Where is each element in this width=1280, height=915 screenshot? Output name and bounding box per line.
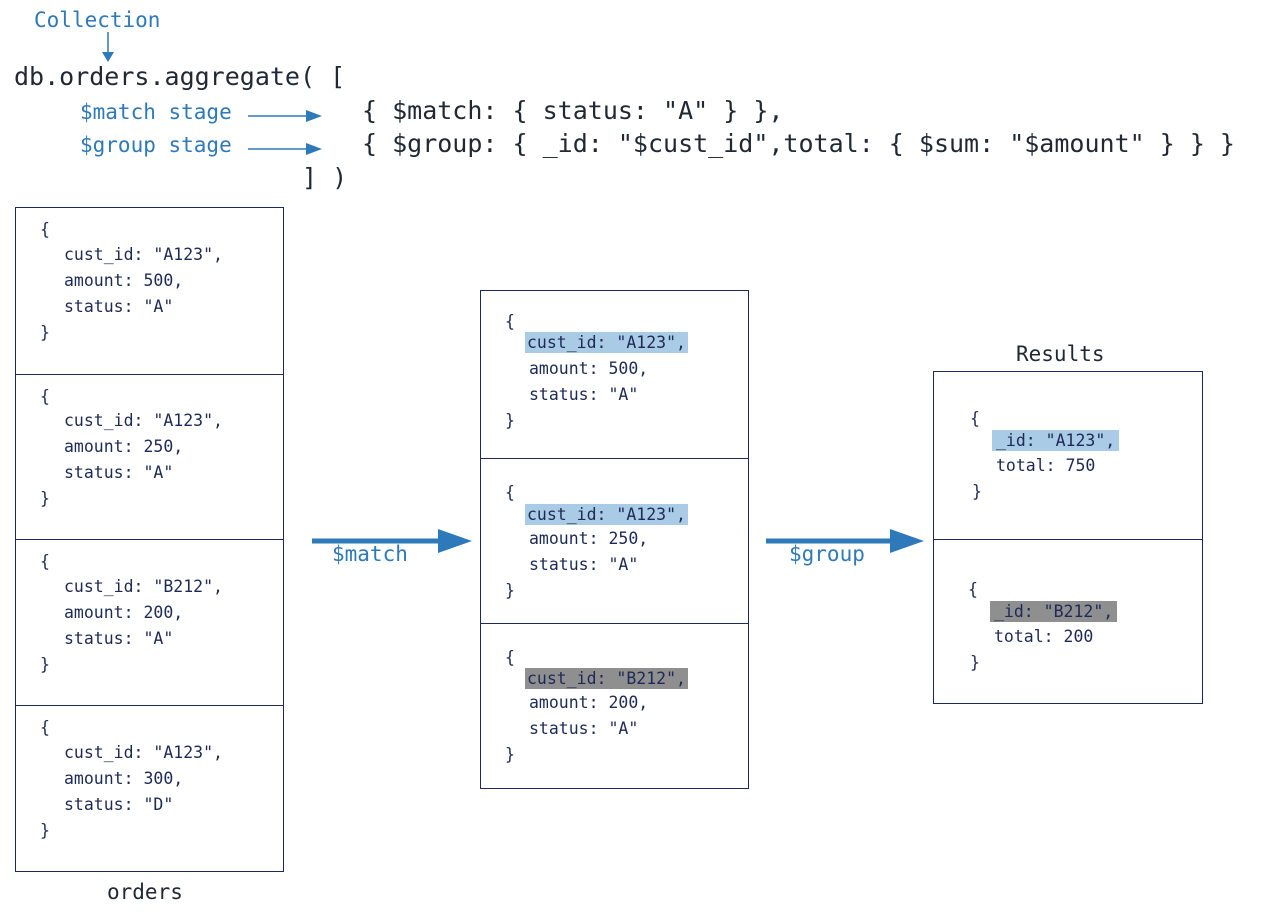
amount-field: amount: 200, bbox=[529, 693, 649, 712]
id-field-highlighted: _id: "B212", bbox=[990, 601, 1118, 622]
cust-id-field-highlighted: cust_id: "A123", bbox=[525, 332, 688, 353]
group-arrow-icon bbox=[766, 529, 924, 553]
results-collection: { _id: "A123", total: 750 } { _id: "B212… bbox=[933, 371, 1203, 704]
status-field: status: "A" bbox=[64, 297, 174, 316]
status-field: status: "A" bbox=[529, 385, 639, 404]
collection-label: Collection bbox=[34, 8, 161, 32]
match-arrow-icon bbox=[312, 529, 472, 553]
status-field: status: "A" bbox=[529, 719, 639, 738]
matched-document: { cust_id: "B212", amount: 200, status: … bbox=[481, 623, 748, 787]
cust-id-field: cust_id: "A123", bbox=[64, 411, 223, 430]
status-field: status: "A" bbox=[64, 629, 174, 648]
matched-document: { cust_id: "A123", amount: 500, status: … bbox=[481, 291, 748, 458]
brace-close: } bbox=[40, 489, 50, 508]
id-field-highlighted: _id: "A123", bbox=[992, 430, 1120, 451]
brace-open: { bbox=[505, 312, 515, 331]
match-stage-code: { $match: { status: "A" } }, bbox=[362, 96, 784, 125]
brace-close: } bbox=[505, 411, 515, 430]
results-caption: Results bbox=[1016, 342, 1105, 366]
result-document: { _id: "B212", total: 200 } bbox=[934, 539, 1202, 702]
cust-id-field-highlighted: cust_id: "B212", bbox=[525, 668, 688, 689]
status-field: status: "A" bbox=[529, 555, 639, 574]
match-stage-label: $match stage bbox=[80, 100, 232, 124]
aggregate-call-line: db.orders.aggregate( [ bbox=[14, 62, 346, 91]
orders-document: { cust_id: "A123", amount: 300, status: … bbox=[16, 705, 283, 870]
total-field: total: 200 bbox=[994, 627, 1094, 646]
status-field: status: "D" bbox=[64, 795, 174, 814]
amount-field: amount: 250, bbox=[529, 529, 649, 548]
brace-close: } bbox=[40, 821, 50, 840]
cust-id-field-highlighted: cust_id: "A123", bbox=[525, 504, 688, 525]
brace-open: { bbox=[505, 648, 515, 667]
matched-documents: { cust_id: "A123", amount: 500, status: … bbox=[480, 290, 749, 789]
match-arrow-label: $match bbox=[332, 542, 408, 566]
amount-field: amount: 500, bbox=[529, 359, 649, 378]
matched-document: { cust_id: "A123", amount: 250, status: … bbox=[481, 458, 748, 623]
cust-id-field: cust_id: "A123", bbox=[64, 743, 223, 762]
brace-open: { bbox=[970, 409, 980, 428]
group-arrow-label: $group bbox=[789, 542, 865, 566]
orders-collection: { cust_id: "A123", amount: 500, status: … bbox=[15, 207, 284, 872]
group-stage-label: $group stage bbox=[80, 133, 232, 157]
brace-open: { bbox=[40, 552, 50, 571]
cust-id-field: cust_id: "B212", bbox=[64, 577, 223, 596]
amount-field: amount: 500, bbox=[64, 271, 184, 290]
orders-caption: orders bbox=[107, 880, 183, 904]
amount-field: amount: 250, bbox=[64, 437, 184, 456]
brace-open: { bbox=[505, 483, 515, 502]
brace-close: } bbox=[505, 745, 515, 764]
brace-close: } bbox=[40, 655, 50, 674]
orders-document: { cust_id: "A123", amount: 500, status: … bbox=[16, 208, 283, 374]
group-stage-code: { $group: { _id: "$cust_id",total: { $su… bbox=[362, 129, 1235, 158]
amount-field: amount: 300, bbox=[64, 769, 184, 788]
brace-close: } bbox=[972, 482, 982, 501]
brace-open: { bbox=[40, 220, 50, 239]
brace-close: } bbox=[970, 653, 980, 672]
group-stage-arrow-icon bbox=[248, 143, 322, 155]
orders-document: { cust_id: "B212", amount: 200, status: … bbox=[16, 539, 283, 705]
amount-field: amount: 200, bbox=[64, 603, 184, 622]
match-stage-arrow-icon bbox=[248, 110, 322, 122]
brace-open: { bbox=[968, 580, 978, 599]
total-field: total: 750 bbox=[996, 456, 1096, 475]
brace-close: } bbox=[505, 581, 515, 600]
status-field: status: "A" bbox=[64, 463, 174, 482]
cust-id-field: cust_id: "A123", bbox=[64, 245, 223, 264]
brace-open: { bbox=[40, 718, 50, 737]
brace-open: { bbox=[40, 387, 50, 406]
orders-document: { cust_id: "A123", amount: 250, status: … bbox=[16, 374, 283, 539]
aggregate-close-line: ] ) bbox=[302, 163, 348, 192]
collection-arrow-icon bbox=[102, 32, 114, 62]
brace-close: } bbox=[40, 323, 50, 342]
result-document: { _id: "A123", total: 750 } bbox=[934, 372, 1202, 539]
